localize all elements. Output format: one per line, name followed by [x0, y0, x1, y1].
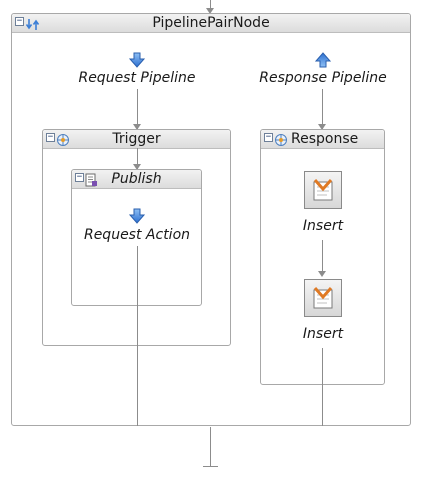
collapse-toggle-publish[interactable]: −: [75, 172, 84, 182]
up-arrow-icon: [314, 52, 332, 68]
request-action-label: Request Action: [83, 227, 191, 243]
publish-icon: [85, 172, 98, 187]
publish-node-header[interactable]: [72, 170, 201, 189]
response-connector-2: [322, 240, 323, 275]
response-connector-1: [322, 89, 323, 129]
incoming-arrowhead: [206, 8, 214, 14]
trigger-inner-arrowhead: [133, 164, 141, 170]
collapse-toggle-response[interactable]: −: [264, 132, 273, 142]
response-node-title: Response: [291, 131, 359, 147]
trigger-node-title: Trigger: [112, 131, 161, 147]
collapse-toggle-trigger[interactable]: −: [46, 132, 55, 142]
trigger-node-header[interactable]: [43, 130, 230, 149]
outgoing-connector: [210, 427, 211, 466]
response-icon: [274, 132, 288, 146]
request-arrowhead-1: [133, 124, 141, 130]
response-pipeline-label: Response Pipeline: [259, 70, 387, 86]
insert-step-2[interactable]: [304, 279, 342, 317]
insert-icon: [313, 179, 333, 201]
insert-icon: [313, 287, 333, 309]
publish-node-title: Publish: [111, 171, 162, 187]
response-arrowhead-1: [318, 124, 326, 130]
insert-step-1-label: Insert: [302, 218, 344, 234]
down-arrow-icon: [128, 52, 146, 68]
trigger-icon: [56, 132, 70, 146]
response-node-header[interactable]: [261, 130, 384, 149]
response-arrowhead-2: [318, 271, 326, 277]
pipeline-pair-icon: [25, 16, 40, 30]
request-connector-1: [137, 89, 138, 129]
publish-node[interactable]: − Publish: [71, 169, 202, 306]
trigger-inner-connector: [137, 148, 138, 170]
collapse-toggle-root[interactable]: −: [15, 16, 24, 26]
request-pipeline-label: Request Pipeline: [78, 70, 196, 86]
request-connector-2: [137, 246, 138, 426]
pipeline-pair-node-title: PipelinePairNode: [152, 15, 270, 31]
outgoing-terminator: [203, 466, 218, 467]
pipeline-pair-node-header[interactable]: [12, 14, 410, 33]
insert-step-1[interactable]: [304, 171, 342, 209]
response-connector-3: [322, 348, 323, 426]
insert-step-2-label: Insert: [302, 326, 344, 342]
incoming-connector: [210, 0, 211, 12]
request-action-down-arrow-icon: [128, 208, 146, 224]
